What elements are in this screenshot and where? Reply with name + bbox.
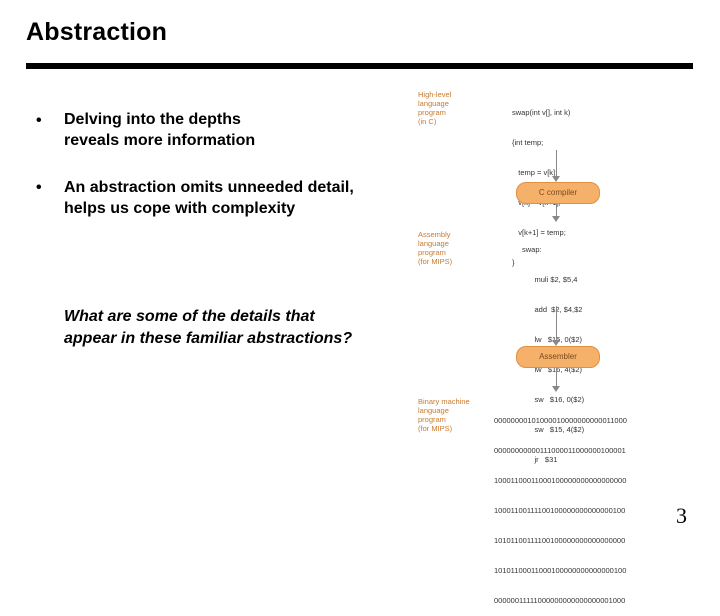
label-line: language [418, 239, 449, 248]
label-line: language [418, 406, 449, 415]
label-line: (in C) [418, 117, 437, 126]
assembler-box: Assembler [516, 346, 600, 368]
code-line: } [512, 258, 515, 267]
bullet-line: An abstraction omits unneeded detail, [64, 179, 354, 196]
code-line: {int temp; [512, 138, 544, 147]
arrow-line [556, 204, 557, 218]
label-line: High-level [418, 90, 452, 99]
title-divider [26, 63, 693, 69]
arrow-head [552, 386, 560, 392]
code-line: jr $31 [522, 455, 558, 464]
binary-code-block: 00000000101000010000000000011000 0000000… [494, 396, 627, 616]
bullet-text: An abstraction omits unneeded detail, he… [64, 177, 404, 219]
bullet-text: Delving into the depths reveals more inf… [64, 109, 404, 151]
code-line: sw $16, 0($2) [522, 395, 585, 404]
arrow-head [552, 340, 560, 346]
assembly-label: Assembly language program (for MIPS) [418, 230, 488, 266]
code-line: 00000000000111000011000000100001 [494, 446, 626, 455]
question-text: What are some of the details that appear… [64, 306, 404, 350]
bullet-line: helps us cope with complexity [64, 200, 296, 217]
code-line: lw $15, 0($2) [522, 335, 583, 344]
code-line: sw $15, 4($2) [522, 425, 585, 434]
code-line: 10001100011000100000000000000000 [494, 476, 627, 485]
label-line: program [418, 108, 446, 117]
code-line: temp = v[k]; [512, 168, 558, 177]
code-line: 00000000101000010000000000011000 [494, 416, 627, 425]
label-line: (for MIPS) [418, 257, 453, 266]
label-line: Binary machine [418, 397, 470, 406]
arrow-line [556, 306, 557, 342]
question-line: appear in these familiar abstractions? [64, 330, 353, 347]
page-number: 3 [676, 503, 687, 528]
high-level-label: High-level language program (in C) [418, 90, 488, 126]
code-line: add $2, $4,$2 [522, 305, 583, 314]
code-line: muli $2, $5,4 [522, 275, 578, 284]
code-line: swap: [522, 245, 542, 254]
c-compiler-box: C compiler [516, 182, 600, 204]
label-line: program [418, 415, 446, 424]
bullet-marker: • [36, 112, 42, 129]
bullet-line: Delving into the depths [64, 111, 241, 128]
label-line: (for MIPS) [418, 424, 453, 433]
arrow-head [552, 176, 560, 182]
bullet-line: reveals more information [64, 132, 256, 149]
label-line: program [418, 248, 446, 257]
label-line: language [418, 99, 449, 108]
code-line: swap(int v[], int k) [512, 108, 571, 117]
code-line: 10101100011000100000000000000100 [494, 566, 627, 575]
code-line: v[k+1] = temp; [512, 228, 566, 237]
question-line: What are some of the details that [64, 308, 315, 325]
arrow-line [556, 368, 557, 388]
label-line: Assembly [418, 230, 451, 239]
asm-code-block: swap: muli $2, $5,4 add $2, $4,$2 lw $15… [522, 225, 584, 475]
bullet-marker: • [36, 179, 42, 196]
binary-label: Binary machine language program (for MIP… [418, 397, 488, 433]
arrow-line [556, 150, 557, 178]
slide-title: Abstraction [26, 18, 168, 46]
code-line: 10001100111100100000000000000100 [494, 506, 626, 515]
code-line: 10101100111100100000000000000000 [494, 536, 626, 545]
code-line: lw $16, 4($2) [522, 365, 583, 374]
arrow-head [552, 216, 560, 222]
code-line: 00000011111000000000000000001000 [494, 596, 626, 605]
